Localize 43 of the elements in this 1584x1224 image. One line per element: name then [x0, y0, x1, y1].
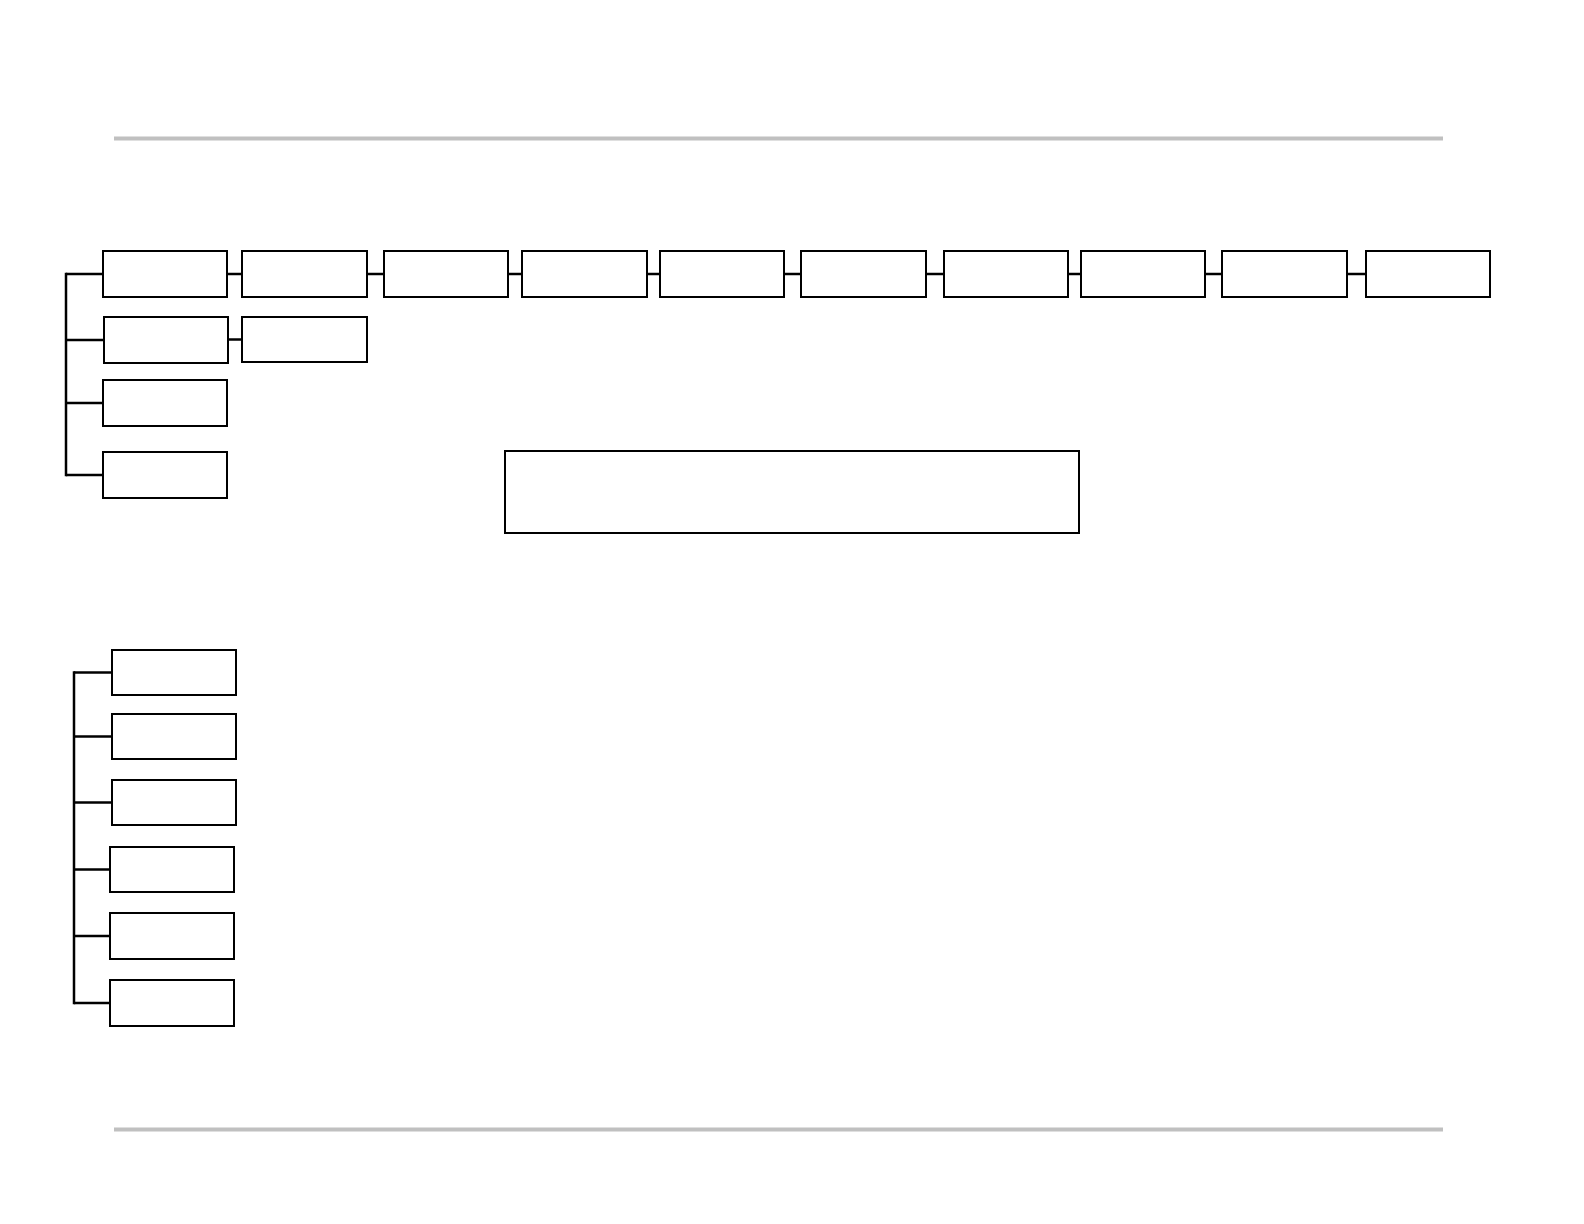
- empty-box: [103, 316, 229, 364]
- connector-line: [74, 868, 109, 871]
- connector-line: [228, 272, 241, 276]
- connector-line: [509, 272, 521, 276]
- empty-box: [111, 713, 237, 760]
- connector-line: [229, 338, 241, 341]
- empty-box: [1080, 250, 1206, 298]
- empty-box: [102, 379, 228, 427]
- empty-box: [109, 912, 235, 960]
- connector-line: [927, 272, 943, 276]
- empty-box: [111, 779, 237, 826]
- empty-box: [800, 250, 927, 298]
- empty-box: [102, 250, 228, 298]
- empty-box: [504, 450, 1080, 534]
- connector-line: [368, 272, 383, 276]
- empty-box: [241, 316, 368, 363]
- connector-line: [64, 272, 68, 477]
- empty-box: [109, 979, 235, 1027]
- connector-line: [74, 735, 111, 738]
- empty-box: [1221, 250, 1348, 298]
- connector-line: [648, 272, 659, 276]
- connector-line: [74, 934, 109, 938]
- empty-box: [241, 250, 368, 298]
- connector-line: [785, 272, 800, 276]
- connector-line: [66, 401, 102, 405]
- connector-line: [1069, 272, 1080, 276]
- connector-line: [74, 801, 111, 804]
- connector-line: [74, 1001, 109, 1005]
- connector-line: [66, 338, 103, 342]
- connector-line: [1206, 272, 1221, 276]
- empty-box: [943, 250, 1069, 298]
- connector-line: [72, 671, 76, 1005]
- empty-box: [102, 451, 228, 499]
- empty-box: [521, 250, 648, 298]
- empty-box: [383, 250, 509, 298]
- empty-box: [109, 846, 235, 893]
- empty-box: [659, 250, 785, 298]
- connector-line: [66, 473, 102, 477]
- connector-line: [74, 671, 111, 674]
- empty-box: [1365, 250, 1491, 298]
- empty-box: [111, 649, 237, 696]
- connector-line: [1348, 272, 1365, 276]
- connector-line: [66, 272, 102, 276]
